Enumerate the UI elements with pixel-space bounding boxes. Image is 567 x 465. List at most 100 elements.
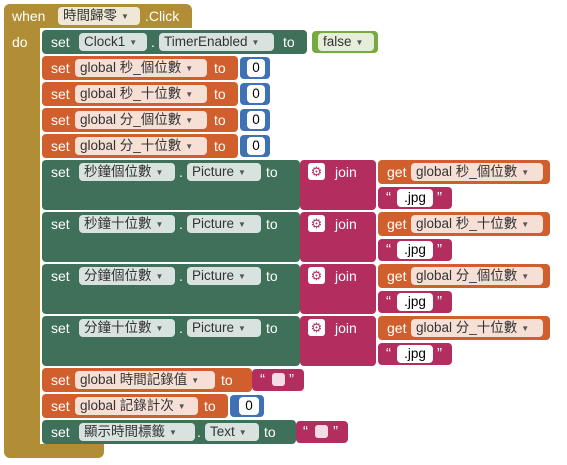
close-quote: ”: [437, 241, 442, 258]
global-min-tens-dropdown[interactable]: global 分_十位數▼: [75, 137, 207, 155]
chevron-down-icon: ▼: [177, 402, 186, 411]
global-min-ones-dropdown[interactable]: global 分_個位數▼: [75, 111, 207, 129]
chevron-down-icon: ▼: [521, 272, 530, 281]
empty-text-field[interactable]: [315, 425, 328, 438]
picture-property-dropdown[interactable]: Picture▼: [187, 267, 261, 285]
chevron-down-icon: ▼: [238, 428, 247, 437]
text-string-field[interactable]: .jpg: [397, 293, 433, 311]
gear-icon[interactable]: ⚙: [308, 267, 325, 284]
open-quote: “: [386, 189, 391, 206]
number-value-field[interactable]: 0: [247, 59, 265, 77]
global-sec-ones-dropdown[interactable]: global 秒_個位數▼: [75, 59, 207, 77]
event-block-body-rail: [4, 4, 40, 452]
gear-icon[interactable]: ⚙: [308, 215, 325, 232]
when-label: when: [12, 8, 46, 24]
dot-separator: .: [151, 34, 155, 50]
dot-separator: .: [179, 320, 183, 336]
get-variable-dropdown[interactable]: global 秒_個位數▼: [411, 163, 543, 181]
event-component-dropdown[interactable]: 時間歸零▼: [58, 7, 140, 25]
chevron-down-icon: ▼: [521, 220, 530, 229]
to-keyword: to: [214, 86, 226, 102]
global-record-count-dropdown[interactable]: global 記錄計次▼: [75, 397, 198, 415]
chevron-down-icon: ▼: [355, 38, 364, 47]
set-keyword: set: [51, 138, 70, 154]
join-label: join: [335, 268, 357, 284]
chevron-down-icon: ▼: [238, 168, 246, 177]
join-label: join: [335, 216, 357, 232]
false-value-dropdown[interactable]: false▼: [318, 33, 374, 51]
get-variable-dropdown[interactable]: global 秒_十位數▼: [411, 215, 543, 233]
close-quote: ”: [437, 189, 442, 206]
timerenabled-property-dropdown[interactable]: TimerEnabled▼: [159, 33, 274, 51]
picture-property-dropdown[interactable]: Picture▼: [187, 215, 261, 233]
chevron-down-icon: ▼: [238, 220, 246, 229]
number-value-field[interactable]: 0: [247, 137, 265, 155]
chevron-down-icon: ▼: [185, 90, 194, 99]
open-quote: “: [303, 423, 308, 440]
open-quote: “: [386, 345, 391, 362]
picture-component-dropdown[interactable]: 分鐘個位數▼: [79, 267, 175, 285]
to-keyword: to: [266, 320, 278, 336]
to-keyword: to: [214, 112, 226, 128]
dot-separator: .: [179, 268, 183, 284]
chevron-down-icon: ▼: [251, 38, 260, 47]
chevron-down-icon: ▼: [185, 142, 194, 151]
open-quote: “: [386, 293, 391, 310]
to-keyword: to: [204, 398, 216, 414]
to-keyword: to: [221, 372, 233, 388]
chevron-down-icon: ▼: [521, 324, 530, 333]
close-quote: ”: [333, 423, 338, 440]
text-property-dropdown[interactable]: Text▼: [205, 423, 259, 441]
get-keyword: get: [387, 216, 407, 232]
text-string-field[interactable]: .jpg: [397, 241, 433, 259]
picture-component-dropdown[interactable]: 分鐘十位數▼: [79, 319, 175, 337]
get-variable-dropdown[interactable]: global 分_個位數▼: [411, 267, 543, 285]
set-keyword: set: [51, 372, 70, 388]
event-name-label: .Click: [145, 8, 180, 24]
global-sec-tens-dropdown[interactable]: global 秒_十位數▼: [75, 85, 207, 103]
chevron-down-icon: ▼: [121, 12, 129, 21]
chevron-down-icon: ▼: [155, 324, 164, 333]
set-keyword: set: [51, 34, 70, 50]
get-keyword: get: [387, 268, 407, 284]
empty-text-field[interactable]: [272, 373, 285, 386]
label-component-dropdown[interactable]: 顯示時間標籤▼: [79, 423, 195, 441]
get-keyword: get: [387, 164, 407, 180]
dot-separator: .: [179, 164, 183, 180]
gear-icon[interactable]: ⚙: [308, 319, 325, 336]
to-keyword: to: [266, 268, 278, 284]
number-value-field[interactable]: 0: [247, 85, 265, 103]
set-keyword: set: [51, 60, 70, 76]
set-keyword: set: [51, 86, 70, 102]
global-time-record-dropdown[interactable]: global 時間記錄值▼: [75, 371, 215, 389]
picture-property-dropdown[interactable]: Picture▼: [187, 319, 261, 337]
close-quote: ”: [437, 293, 442, 310]
set-keyword: set: [51, 216, 70, 232]
join-label: join: [335, 320, 357, 336]
set-keyword: set: [51, 164, 70, 180]
number-value-field[interactable]: 0: [239, 397, 259, 415]
to-keyword: to: [266, 164, 278, 180]
get-variable-dropdown[interactable]: global 分_十位數▼: [411, 319, 543, 337]
open-quote: “: [386, 241, 391, 258]
picture-component-dropdown[interactable]: 秒鐘十位數▼: [79, 215, 175, 233]
clock1-component-dropdown[interactable]: Clock1▼: [79, 33, 147, 51]
set-keyword: set: [51, 424, 70, 440]
chevron-down-icon: ▼: [185, 116, 194, 125]
chevron-down-icon: ▼: [155, 272, 164, 281]
dot-separator: .: [179, 216, 183, 232]
to-keyword: to: [214, 60, 226, 76]
join-label: join: [335, 164, 357, 180]
text-string-field[interactable]: .jpg: [397, 345, 433, 363]
chevron-down-icon: ▼: [155, 168, 164, 177]
text-string-field[interactable]: .jpg: [397, 189, 433, 207]
picture-component-dropdown[interactable]: 秒鐘個位數▼: [79, 163, 175, 181]
number-value-field[interactable]: 0: [247, 111, 265, 129]
chevron-down-icon: ▼: [129, 38, 138, 47]
picture-property-dropdown[interactable]: Picture▼: [187, 163, 261, 181]
to-keyword: to: [283, 34, 295, 50]
set-keyword: set: [51, 268, 70, 284]
open-quote: “: [260, 371, 265, 388]
do-label: do: [12, 34, 28, 50]
gear-icon[interactable]: ⚙: [308, 163, 325, 180]
